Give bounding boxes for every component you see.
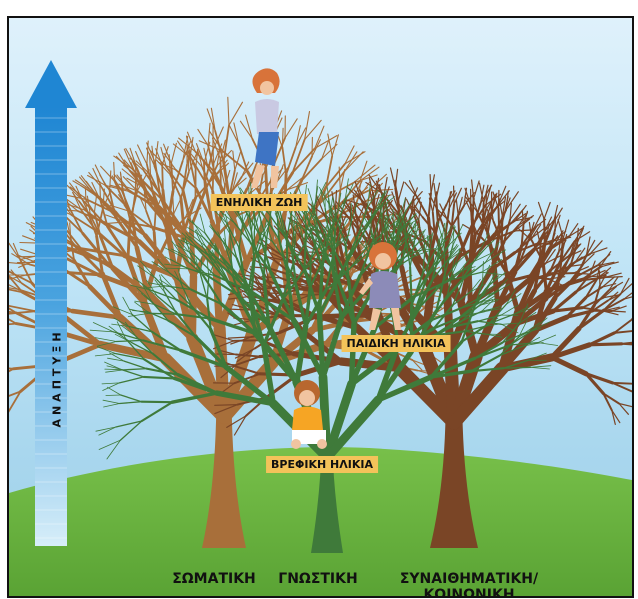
development-arrow [25,60,77,546]
tree-label-physical: ΣΩΜΑΤΙΚΗ [172,571,256,587]
stage-label-infant: ΒΡΕΦΙΚΗ ΗΛΙΚΙΑ [266,456,378,473]
stage-label-child: ΠΑΙΔΙΚΗ ΗΛΙΚΙΑ [341,335,451,352]
tree-label-socio-line2: ΚΟΙΝΩΝΙΚΗ [423,587,515,598]
illustration-frame: ΕΝΗΛΙΚΗ ΖΩΗ ΠΑΙΔΙΚΗ ΗΛΙΚΙΑ ΒΡΕΦΙΚΗ ΗΛΙΚΙ… [7,16,634,598]
adult-figure-icon [251,68,280,188]
development-axis-label: ΑΝΑΠΤΥΞΗ [50,328,64,428]
tree-label-socio-line1: ΣΥΝΑΙΘΗΜΑΤΙΚΗ/ [399,571,539,587]
child-figure-icon [359,242,401,330]
infant-figure-icon [291,380,327,449]
cognitive-development-tree [89,178,559,553]
tree-scene [9,60,632,596]
stage-label-adult: ΕΝΗΛΙΚΗ ΖΩΗ [210,194,308,211]
tree-label-cognitive: ΓΝΩΣΤΙΚΗ [278,571,358,587]
